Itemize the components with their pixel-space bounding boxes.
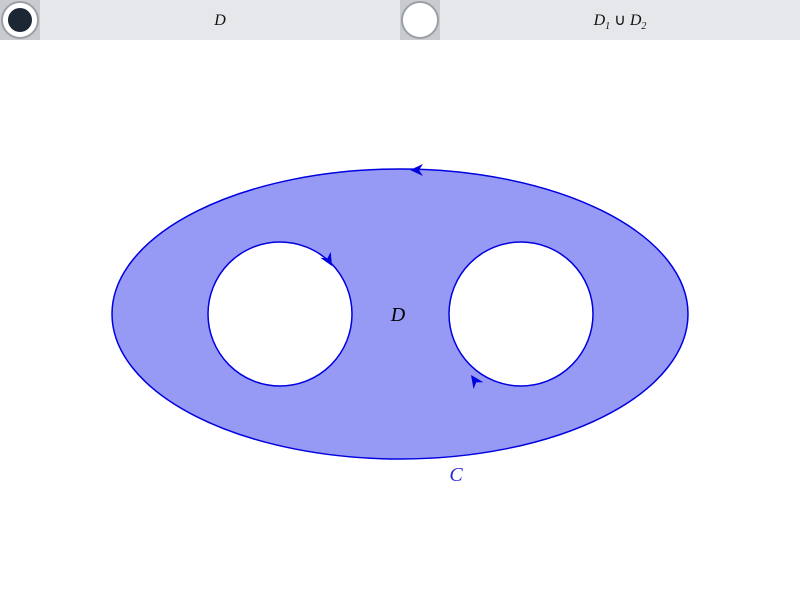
boundary-hole-right: [448, 241, 594, 387]
arrow-outer-icon: [410, 164, 423, 176]
arrow-hole-left-icon: [320, 251, 332, 266]
option-text-d1: D: [593, 12, 606, 29]
toolbar: D D1 ∪ D2: [0, 0, 800, 40]
option-D[interactable]: D: [0, 0, 400, 40]
radio-cell: [400, 0, 440, 40]
option-subscript-1: 1: [605, 21, 611, 33]
region-label-D: D: [390, 304, 406, 326]
radio-cell: [0, 0, 40, 40]
option-D1-union-D2[interactable]: D1 ∪ D2: [400, 0, 800, 40]
radio-button-unselected[interactable]: [401, 1, 439, 39]
radio-dot-icon: [8, 8, 32, 32]
option-label-union: D1 ∪ D2: [440, 0, 800, 40]
region-D-fill: [112, 169, 688, 459]
option-text-d2: D: [629, 12, 642, 29]
boundary-C-outer: [111, 168, 689, 460]
radio-button-selected[interactable]: [1, 1, 39, 39]
option-text: D: [214, 12, 226, 29]
option-subscript-2: 2: [641, 21, 647, 33]
boundary-hole-left: [207, 241, 353, 387]
arrow-hole-right-icon: [471, 375, 484, 390]
region-diagram: D C: [111, 164, 689, 486]
boundary-label-C: C: [449, 464, 463, 486]
union-symbol: ∪: [610, 12, 630, 29]
option-label-D: D: [40, 0, 400, 40]
